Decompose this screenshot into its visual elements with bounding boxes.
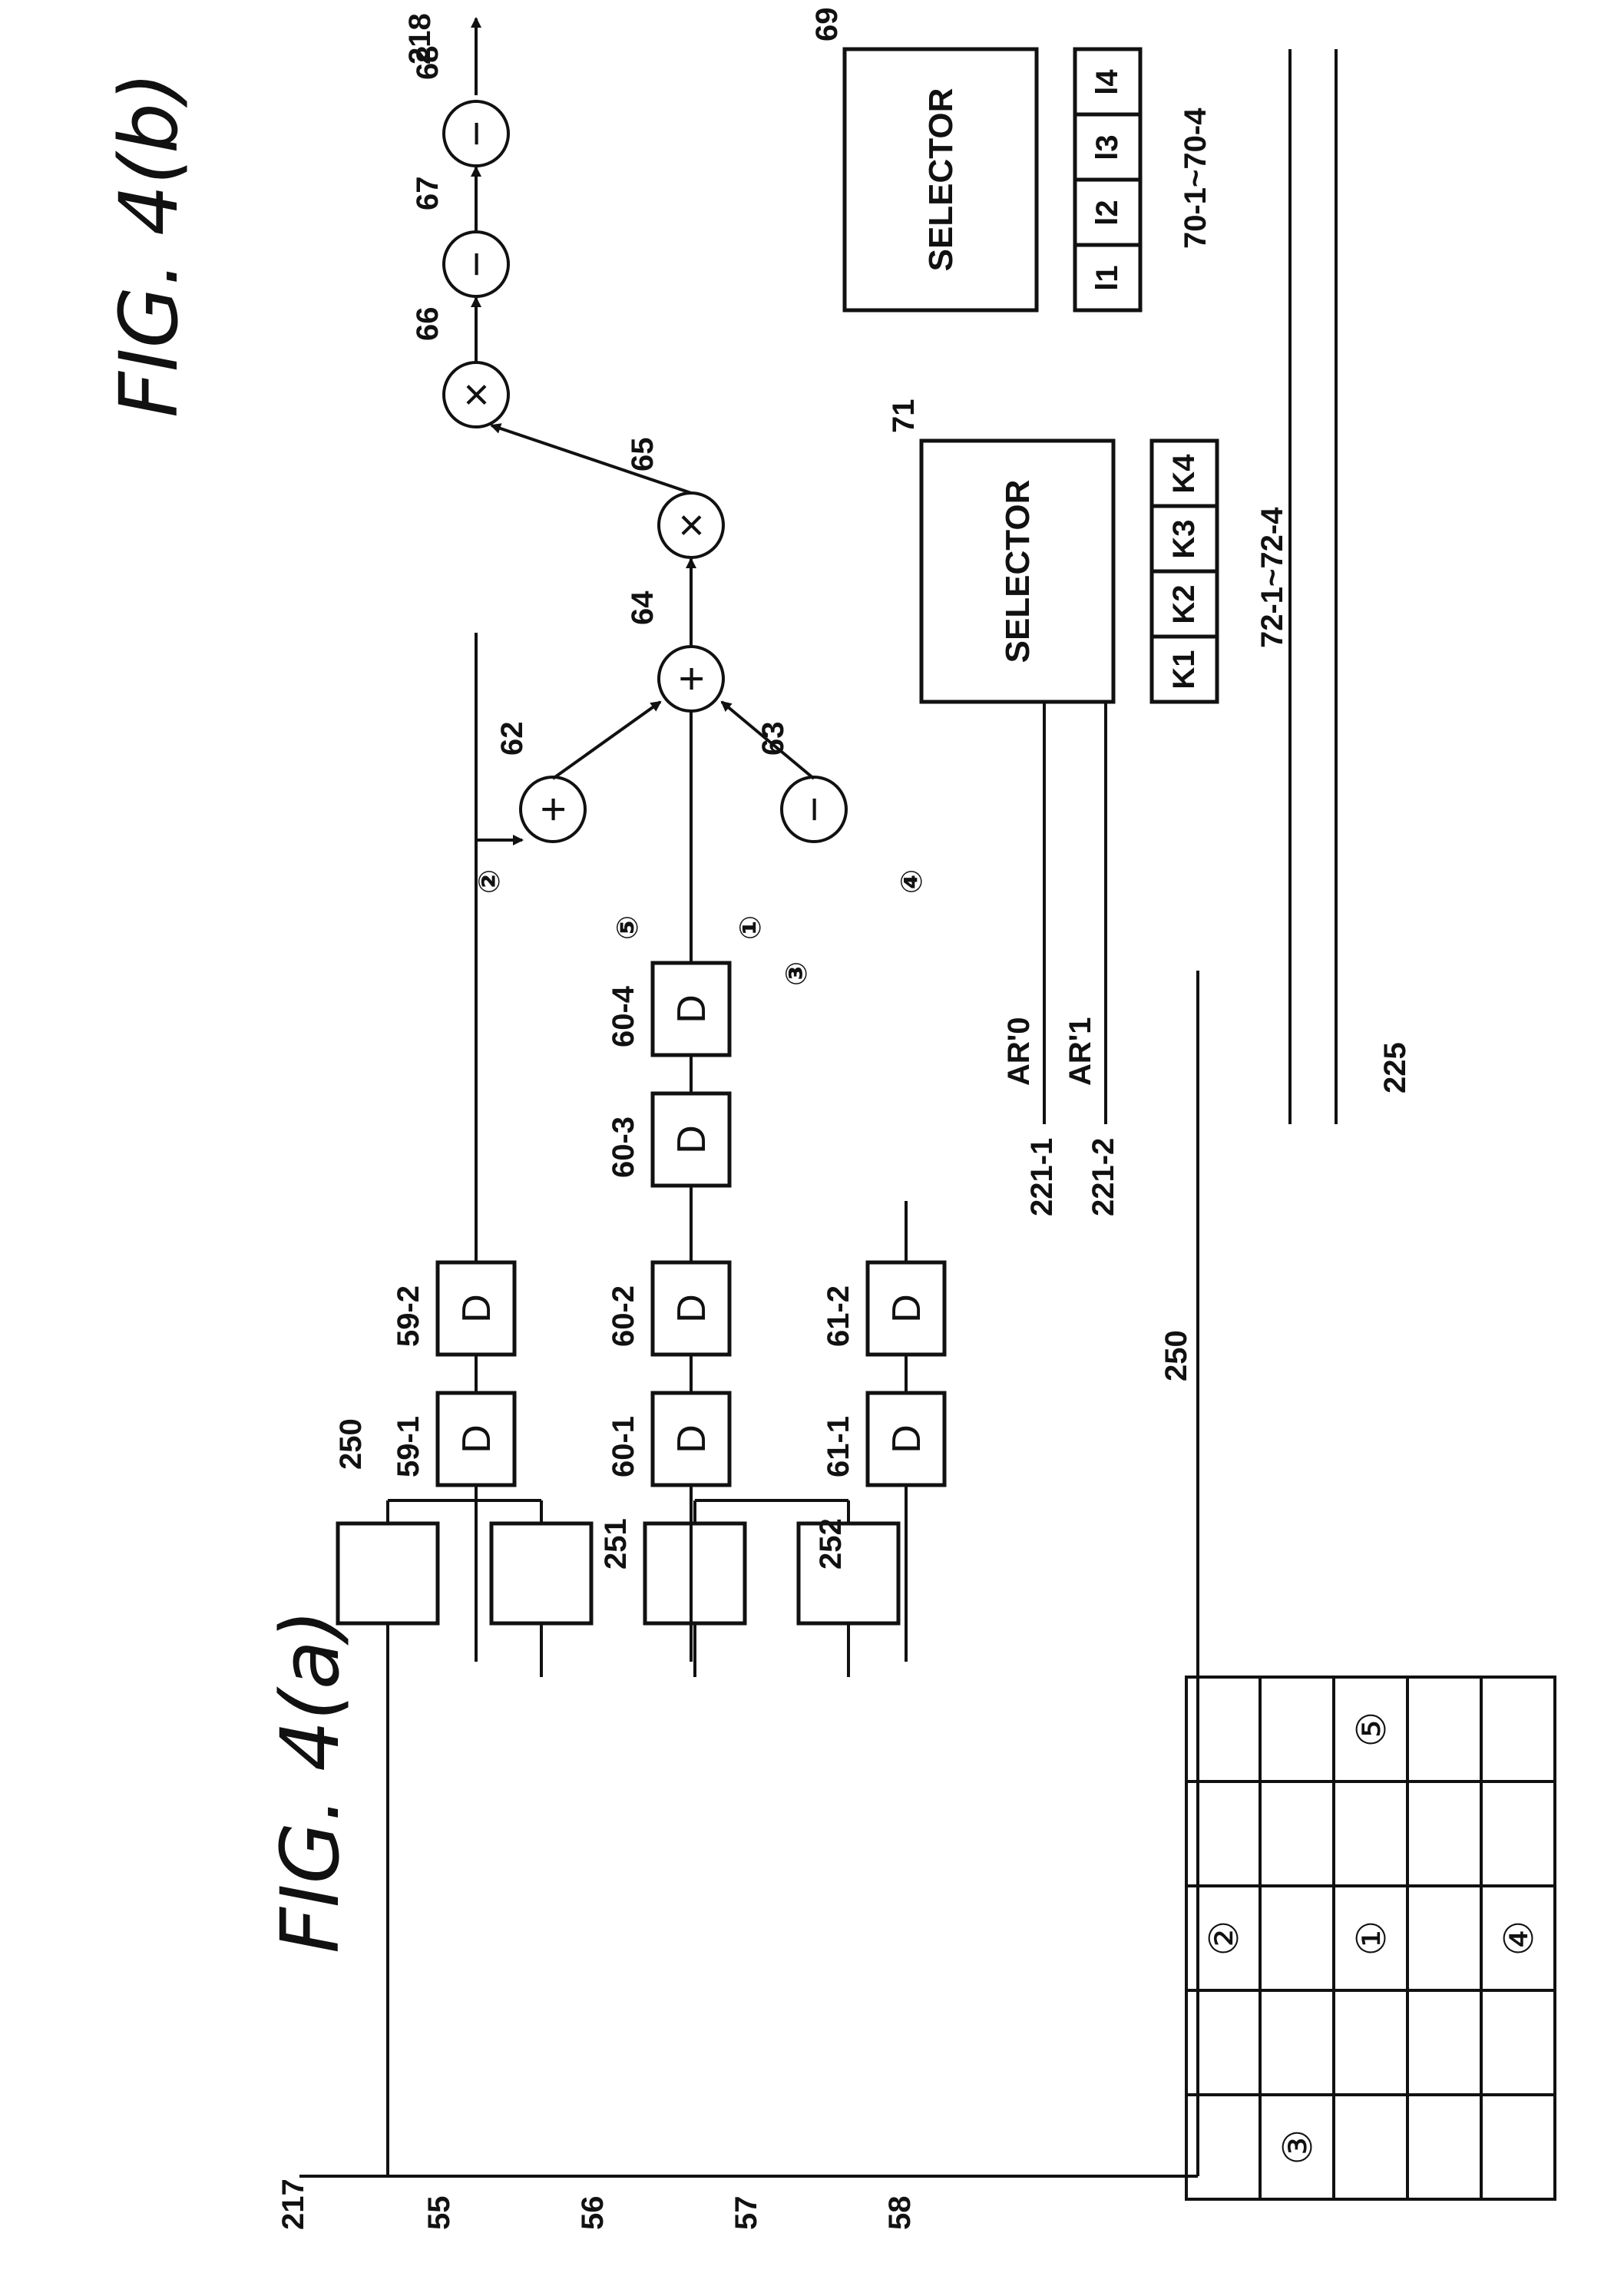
grid-mark-2: ② xyxy=(1202,1920,1247,1957)
d-60-3-text: D xyxy=(670,1125,714,1154)
multiplier-66-op: × xyxy=(451,382,501,408)
d-61-1-text: D xyxy=(885,1424,929,1454)
label-67: 67 xyxy=(411,177,445,211)
subtractor-67-op: − xyxy=(451,251,501,277)
label-69: 69 xyxy=(810,8,844,42)
label-ar1: AR'1 xyxy=(1063,1017,1097,1086)
tap-4: ④ xyxy=(896,869,928,894)
fig-4b-title: FIG. 4(b) xyxy=(102,71,196,418)
multiplier-65-op: × xyxy=(666,512,716,538)
d-59-1-text: D xyxy=(455,1424,499,1454)
label-60-2: 60-2 xyxy=(607,1285,640,1347)
reg-k3-text: K3 xyxy=(1167,519,1201,558)
label-66: 66 xyxy=(411,307,445,342)
label-57: 57 xyxy=(729,2196,763,2231)
reg-k2-text: K2 xyxy=(1167,584,1201,624)
label-61-2: 61-2 xyxy=(822,1285,855,1347)
label-60-3: 60-3 xyxy=(607,1116,640,1178)
label-221-2: 221-2 xyxy=(1087,1138,1120,1216)
d-61-2-text: D xyxy=(885,1294,929,1323)
label-64: 64 xyxy=(626,591,660,625)
block-55 xyxy=(338,1523,438,1623)
label-221-1: 221-1 xyxy=(1025,1138,1059,1216)
tap-1: ① xyxy=(735,915,767,940)
reg-k1-text: K1 xyxy=(1167,650,1201,689)
grid-mark-4: ④ xyxy=(1497,1920,1542,1957)
label-61-1: 61-1 xyxy=(822,1416,855,1477)
selector-69-group: SELECTOR 69 l1 l2 l3 l4 70-1~70-4 xyxy=(810,8,1212,311)
subtractor-63-op: − xyxy=(789,796,839,822)
delay-row-59: D D 59-1 59-2 250 xyxy=(334,633,514,1662)
adder-62-op: + xyxy=(528,796,578,822)
label-63: 63 xyxy=(756,722,790,756)
reg-l1-text: l1 xyxy=(1090,265,1124,290)
fig-4a-grid: ③ ② ① ④ ⑤ xyxy=(1186,1677,1555,2199)
label-251: 251 xyxy=(599,1518,633,1570)
row-250: 250 xyxy=(1159,971,1198,2176)
reg-l4-text: l4 xyxy=(1090,69,1124,95)
d-60-2-text: D xyxy=(670,1294,714,1323)
d-59-2-text: D xyxy=(455,1294,499,1323)
grid-mark-1: ① xyxy=(1350,1920,1394,1957)
label-252: 252 xyxy=(814,1518,848,1570)
label-60-4: 60-4 xyxy=(607,985,640,1047)
label-62: 62 xyxy=(495,722,529,756)
line-memory-blocks: 55 56 57 58 xyxy=(338,1500,917,2230)
label-65: 65 xyxy=(626,438,660,472)
fig-4a-title: FIG. 4(a) xyxy=(263,1609,357,1953)
label-ar0: AR'0 xyxy=(1002,1017,1036,1086)
reg-k4-text: K4 xyxy=(1167,454,1201,494)
label-56: 56 xyxy=(576,2196,610,2231)
subtractor-68-op: − xyxy=(451,121,501,147)
d-60-4-text: D xyxy=(670,994,714,1024)
label-58: 58 xyxy=(883,2196,917,2231)
adder-64-op: + xyxy=(666,666,716,692)
label-217: 217 xyxy=(276,2178,310,2230)
label-70: 70-1~70-4 xyxy=(1179,108,1212,249)
label-71: 71 xyxy=(887,399,921,434)
selector-69-text: SELECTOR xyxy=(922,88,960,272)
label-59-1: 59-1 xyxy=(392,1416,425,1477)
tap-3: ③ xyxy=(781,961,813,986)
selector-71-group: SELECTOR 71 K1 K2 K3 K4 72-1~72-4 xyxy=(887,399,1289,703)
reg-l3-text: l3 xyxy=(1090,134,1124,160)
grid-mark-3: ③ xyxy=(1276,2129,1321,2165)
label-59-2: 59-2 xyxy=(392,1285,425,1347)
label-250: 250 xyxy=(1159,1330,1193,1381)
label-250b: 250 xyxy=(334,1418,368,1470)
label-55: 55 xyxy=(422,2196,456,2231)
grid-mark-5: ⑤ xyxy=(1350,1712,1394,1748)
label-72: 72-1~72-4 xyxy=(1255,507,1289,648)
delay-row-60: D D D D 60-1 60-2 60-3 60-4 251 xyxy=(599,617,729,1662)
block-57 xyxy=(645,1523,745,1623)
reg-l2-text: l2 xyxy=(1090,200,1124,225)
label-218: 218 xyxy=(403,13,437,65)
label-225: 225 xyxy=(1378,1042,1412,1093)
selector-71-text: SELECTOR xyxy=(999,480,1037,663)
tap-5: ⑤ xyxy=(612,915,644,940)
block-56 xyxy=(491,1523,591,1623)
label-60-1: 60-1 xyxy=(607,1416,640,1477)
tap-2: ② xyxy=(474,869,506,894)
d-60-1-text: D xyxy=(670,1424,714,1454)
